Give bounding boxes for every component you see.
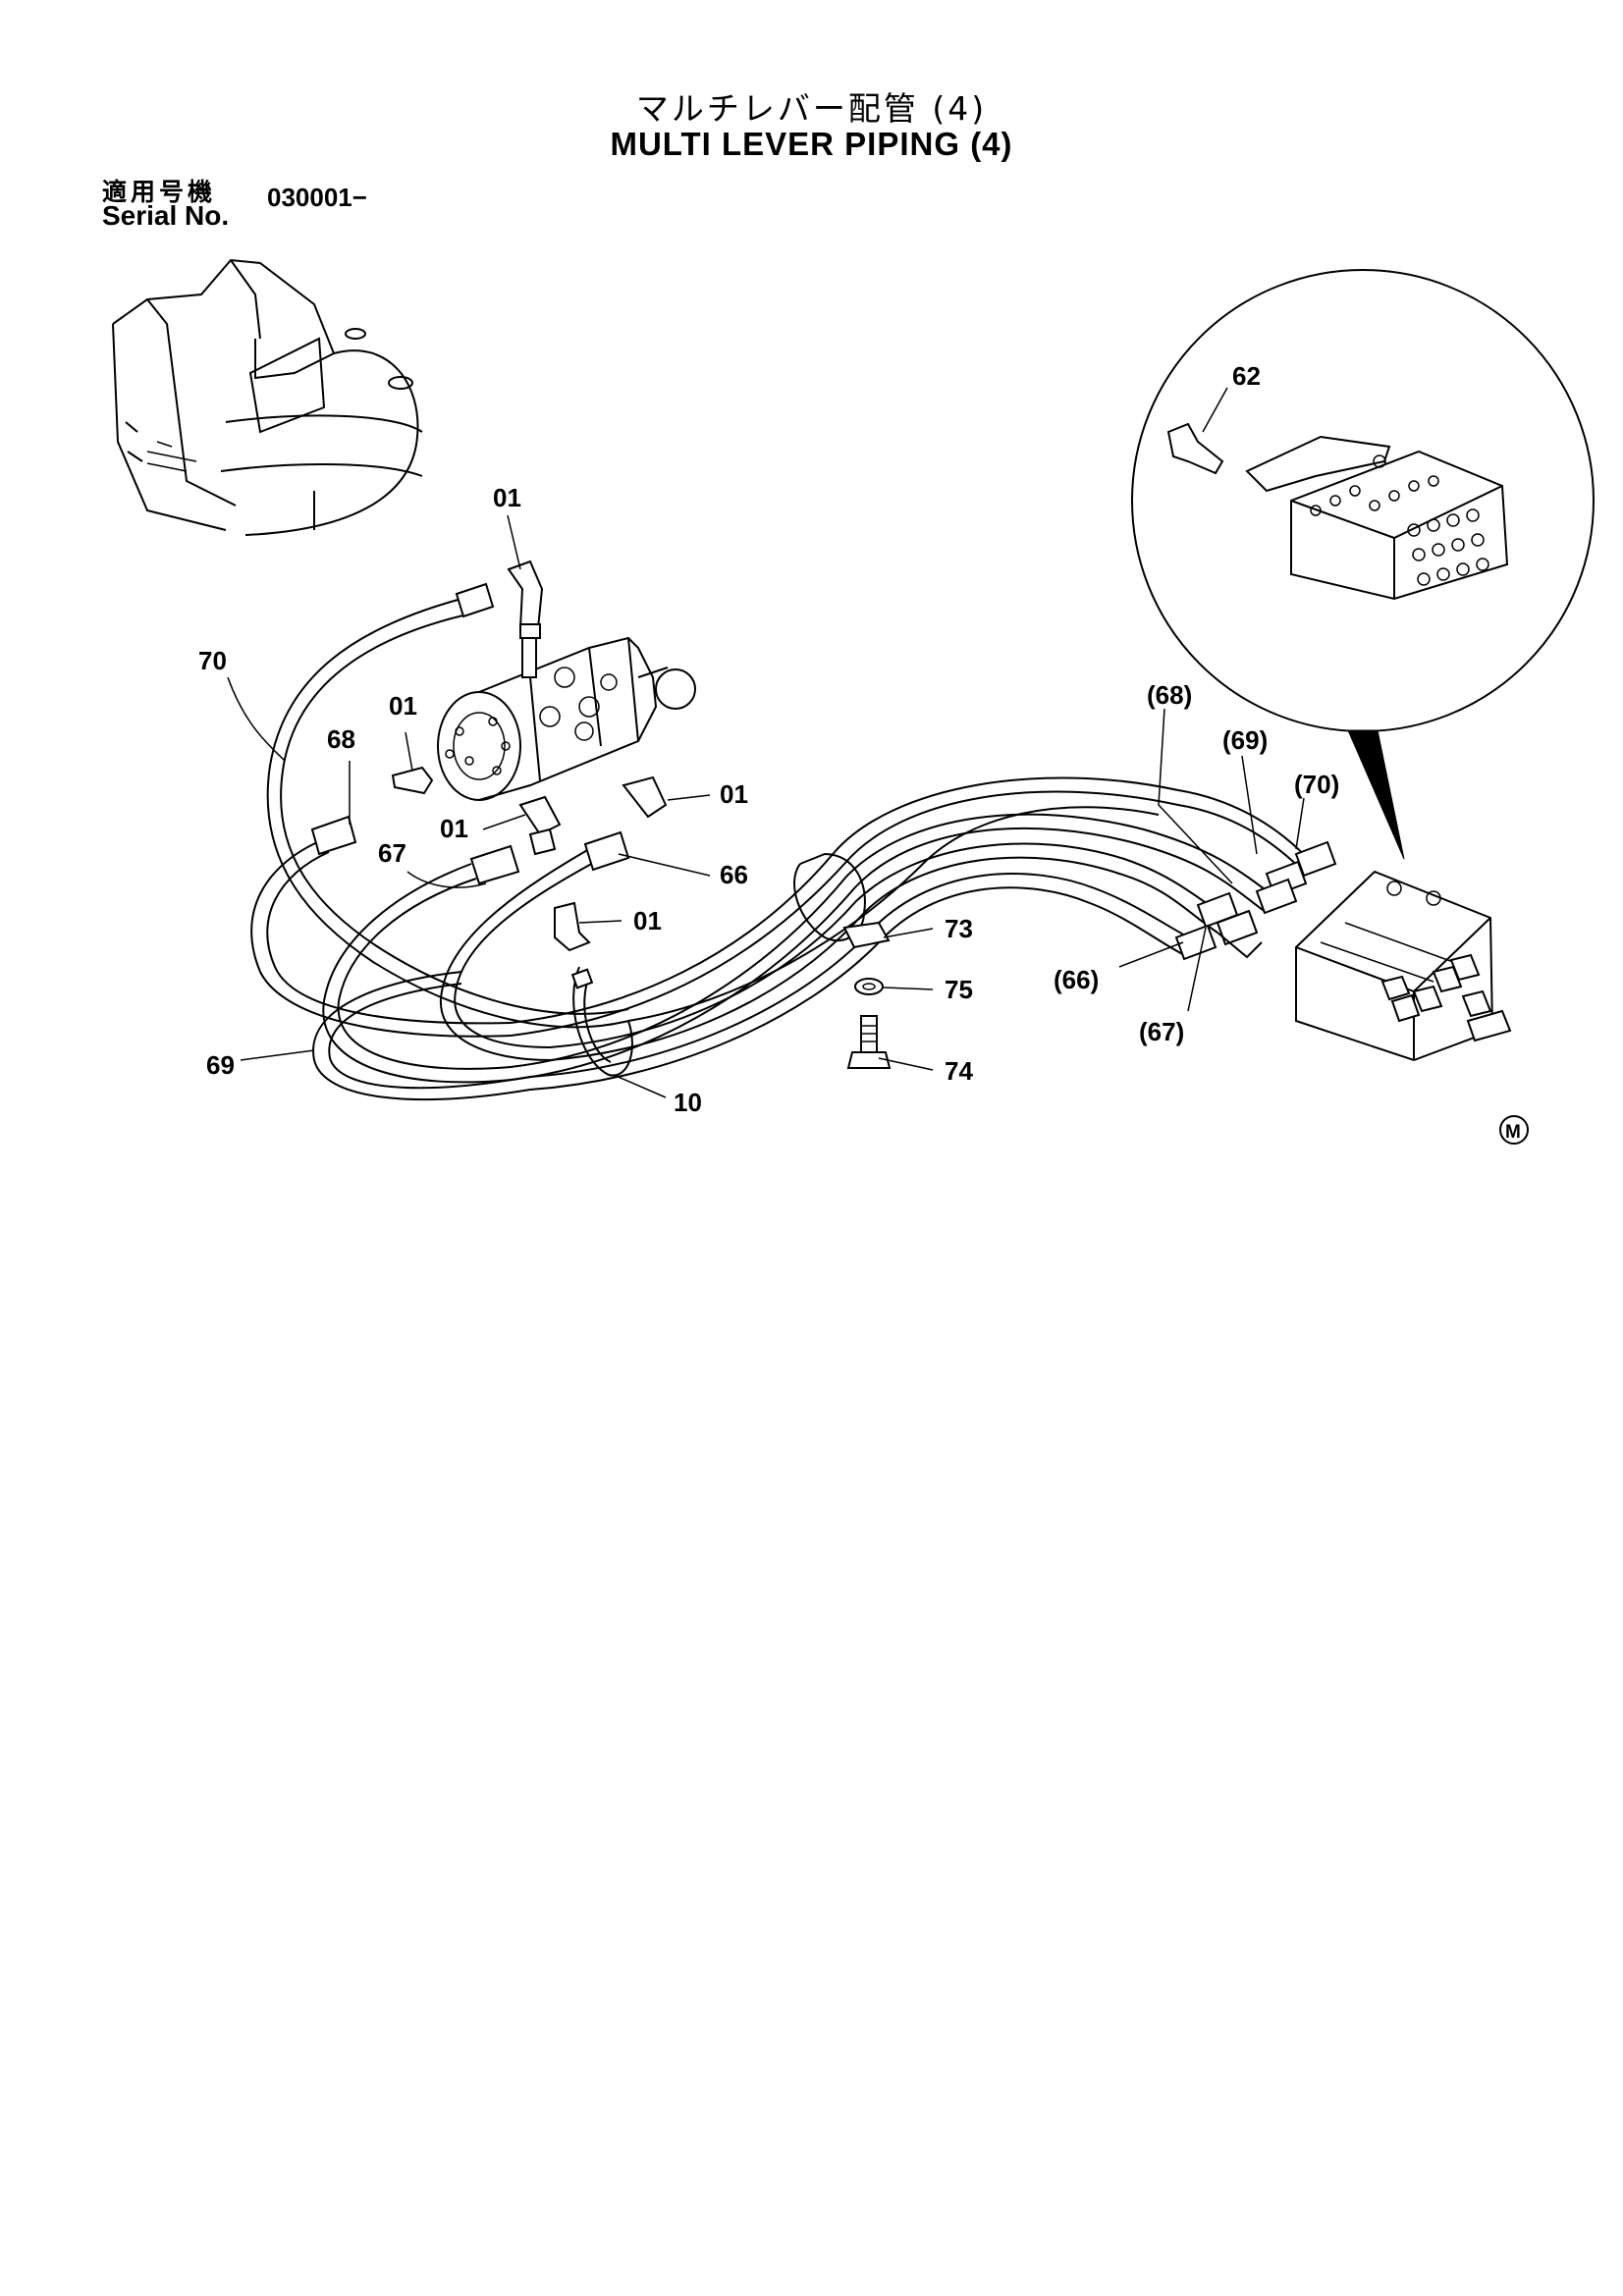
detail-view-circle — [1131, 269, 1595, 860]
callout-69: 69 — [206, 1050, 235, 1080]
leader-lines — [227, 387, 1305, 1098]
callout-69-paren: (69) — [1222, 725, 1268, 755]
callout-01-bottom: 01 — [633, 906, 662, 935]
callout-68: 68 — [327, 724, 355, 754]
excavator-cab-thumbnail — [112, 258, 423, 536]
callout-01-top: 01 — [493, 483, 521, 512]
callout-73: 73 — [945, 914, 973, 943]
callout-75: 75 — [945, 975, 973, 1004]
hoses — [250, 582, 1312, 1100]
callout-01-lower: 01 — [440, 814, 468, 843]
title-japanese: マルチレバー配管 (4) — [635, 89, 988, 128]
serial-number: 030001− — [267, 183, 367, 212]
callout-66-paren: (66) — [1054, 965, 1099, 994]
callout-01-left: 01 — [389, 691, 417, 721]
clamp-assembly — [570, 852, 892, 1077]
callout-68-paren: (68) — [1147, 680, 1192, 710]
callout-labels: 01 70 01 68 01 01 67 66 01 69 10 73 75 7… — [198, 361, 1339, 1117]
multi-lever-valve — [437, 627, 696, 801]
m-mark-letter: M — [1505, 1122, 1521, 1143]
title-english: MULTI LEVER PIPING (4) — [610, 126, 1013, 162]
serial-label-english: Serial No. — [102, 200, 230, 231]
m-mark: M — [1499, 1115, 1529, 1145]
serial-label-japanese: 適用号機 — [102, 178, 217, 206]
callout-74: 74 — [945, 1056, 973, 1086]
callout-67: 67 — [378, 838, 406, 868]
callout-70-paren: (70) — [1294, 770, 1339, 799]
elbow-fittings-01 — [391, 560, 668, 952]
callout-62: 62 — [1232, 361, 1261, 391]
callout-01-right: 01 — [720, 779, 748, 809]
callout-66: 66 — [720, 860, 748, 889]
callout-10: 10 — [674, 1088, 702, 1117]
callout-67-paren: (67) — [1139, 1017, 1184, 1046]
callout-70: 70 — [198, 646, 227, 675]
control-valve-block — [1174, 840, 1512, 1062]
